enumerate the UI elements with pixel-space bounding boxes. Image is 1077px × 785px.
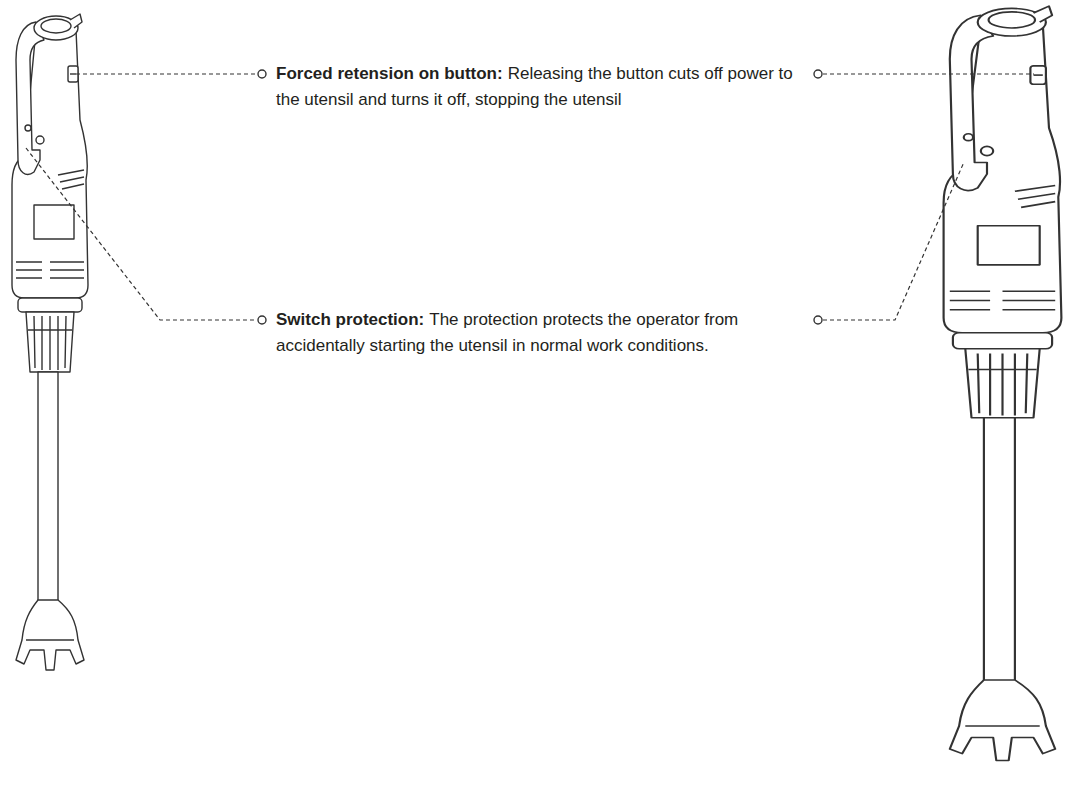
callout-text: Switch protection:The protection protect… (276, 307, 806, 359)
leader-dot (258, 316, 266, 324)
leader-line (26, 148, 257, 320)
leader-line (823, 73, 1034, 74)
leader-dot (814, 316, 822, 324)
callout-heading: Forced retension on button: (276, 64, 503, 83)
immersion-blender (12, 14, 88, 670)
leader-line (76, 73, 257, 74)
callout-heading: Switch protection: (276, 310, 424, 329)
immersion-blender (944, 6, 1062, 760)
leader-dot (258, 70, 266, 78)
leader-dot (814, 70, 822, 78)
callout-text: Forced retension on button:Releasing the… (276, 61, 806, 113)
leader-line (823, 162, 964, 320)
